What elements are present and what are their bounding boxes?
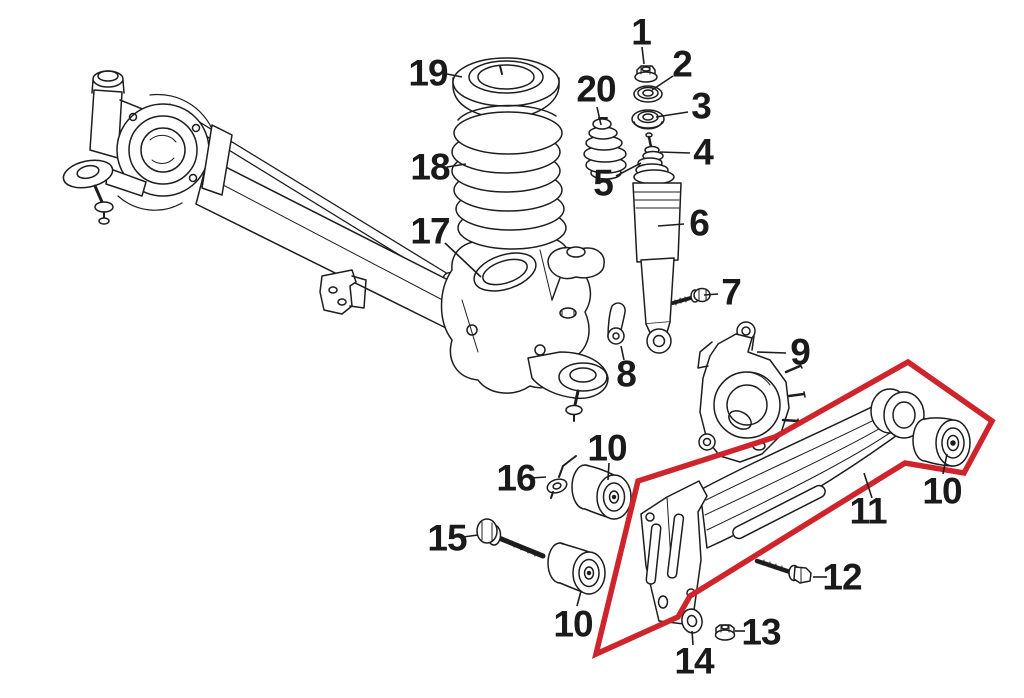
coil-spring-art [451,104,567,250]
callout-12[interactable]: 12 [822,556,862,598]
leader-line [659,151,691,154]
washer-14-art [681,608,703,634]
leader-line [703,293,719,296]
callout-19[interactable]: 19 [408,52,448,94]
callout-10[interactable]: 10 [922,470,962,512]
leader-line [530,476,547,479]
nut-13-art [714,624,736,641]
callout-9[interactable]: 9 [790,331,811,373]
leader-line [446,163,467,168]
callout-4[interactable]: 4 [693,131,714,173]
bracket-8-art [607,302,626,345]
leader-line [942,453,948,475]
callout-20[interactable]: 20 [576,68,616,110]
leader-line [641,46,645,65]
leader-line [863,472,873,499]
jounce-bumper-art [583,117,627,180]
callout-3[interactable]: 3 [691,85,712,127]
leader-line [607,462,610,481]
bolt-12-art [754,558,812,584]
callout-17[interactable]: 17 [410,210,450,252]
upper-spring-seat-art [452,57,560,119]
shock-mount-hardware-art [631,65,665,162]
steering-knuckle-art [697,321,806,463]
bolt-15-art [476,518,546,559]
leader-lines [444,46,948,646]
leader-line [615,162,642,177]
bushing-10-lower-art [547,542,606,595]
leader-line [657,223,685,227]
leader-line [596,106,602,126]
callout-5[interactable]: 5 [593,162,614,204]
retainer-16-art [546,455,577,499]
leader-line [620,345,625,361]
leader-line [655,111,689,118]
highlight-outline[interactable] [591,358,996,659]
callout-18[interactable]: 18 [410,146,450,188]
callout-13[interactable]: 13 [741,611,781,653]
callout-7[interactable]: 7 [721,271,742,313]
bushing-10-upper-art [571,464,632,520]
leader-line [691,630,694,646]
callout-14[interactable]: 14 [674,640,714,682]
callout-10[interactable]: 10 [553,603,593,645]
callout-11[interactable]: 11 [849,490,887,532]
callout-6[interactable]: 6 [689,202,710,244]
callout-16[interactable]: 16 [496,457,536,499]
leader-line [576,590,582,607]
leader-line [756,351,787,354]
front-axle-assembly-art [62,70,609,422]
bolt-7-art [671,287,711,306]
leader-line [651,75,674,91]
callout-15[interactable]: 15 [427,517,467,559]
leader-line [446,73,463,78]
leader-line [444,242,482,278]
callout-2[interactable]: 2 [672,43,693,85]
shock-absorber-art [632,157,682,354]
leader-line [462,534,479,538]
callout-8[interactable]: 8 [616,353,637,395]
callout-1[interactable]: 1 [631,11,652,53]
callout-10[interactable]: 10 [587,427,627,469]
lower-control-arm-art [640,388,925,625]
bushing-10-right-art [912,417,971,467]
